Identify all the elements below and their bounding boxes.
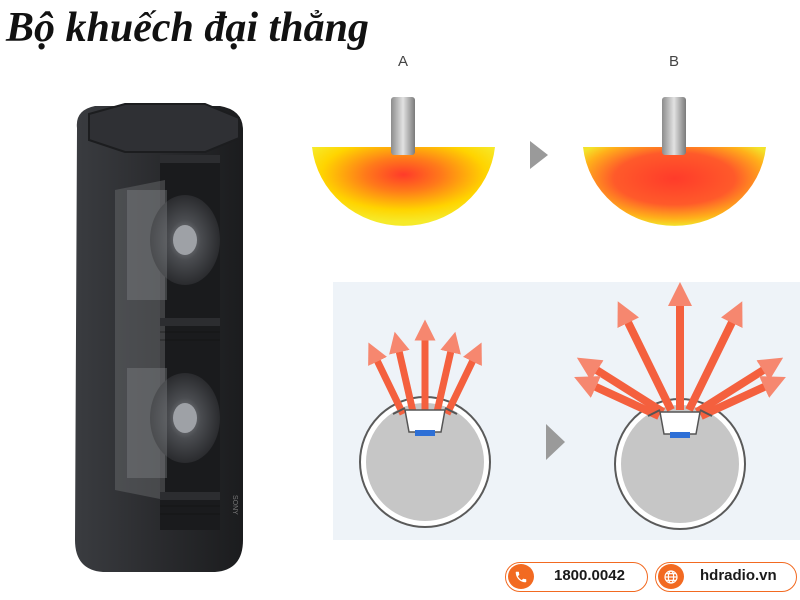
label-a: A <box>398 53 409 70</box>
wide-dispersion <box>574 282 786 530</box>
phone-badge[interactable]: 1800.0042 <box>505 562 648 592</box>
phone-icon <box>508 564 534 589</box>
heatmap-comparison <box>312 97 766 226</box>
page-title: Bộ khuếch đại thẳng <box>6 5 369 51</box>
driver-bottom <box>127 368 220 478</box>
dispersion-diagram <box>359 282 786 530</box>
website-badge[interactable]: hdradio.vn <box>655 562 797 592</box>
website-url: hdradio.vn <box>700 567 777 584</box>
speaker-brand: SONY <box>231 495 238 515</box>
heatmap-b <box>583 97 766 226</box>
globe-icon <box>658 564 684 589</box>
narrow-dispersion <box>359 319 491 528</box>
driver-top <box>127 190 220 300</box>
dispersion-panel <box>333 282 800 540</box>
phone-number: 1800.0042 <box>554 567 625 584</box>
triangle-right-icon <box>530 141 548 169</box>
heatmap-a <box>312 97 495 226</box>
label-b: B <box>669 53 680 70</box>
speaker-image: SONY <box>75 103 243 572</box>
triangle-right-icon <box>546 424 565 460</box>
